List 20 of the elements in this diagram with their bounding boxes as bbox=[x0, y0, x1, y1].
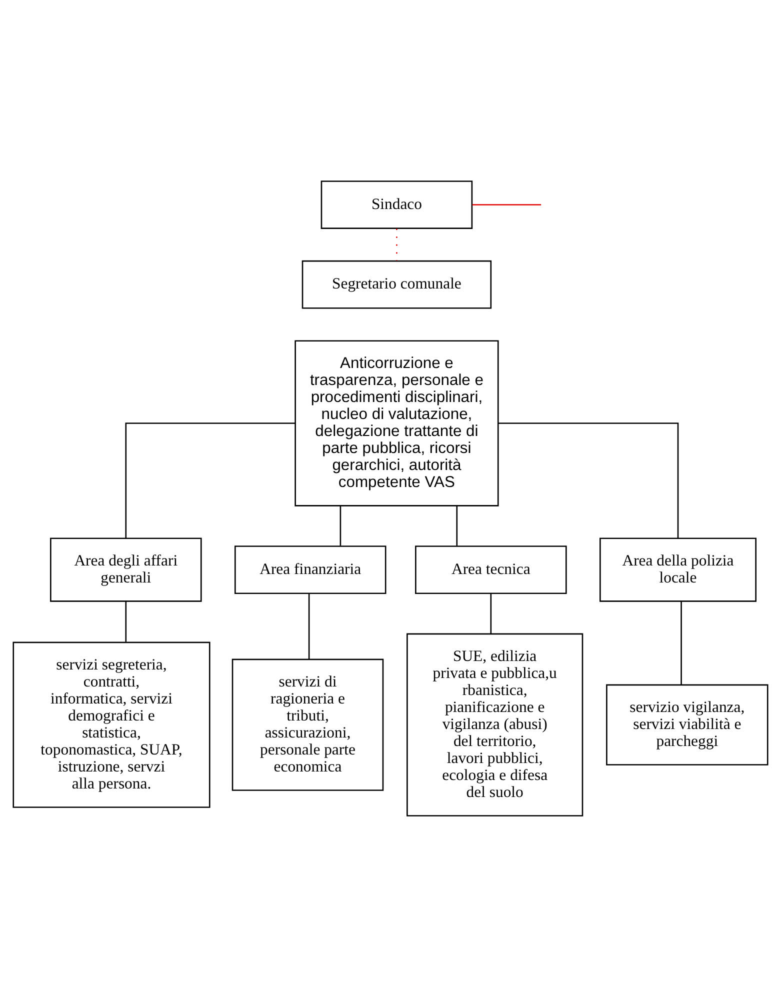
connector bbox=[456, 505, 458, 546]
connector bbox=[308, 593, 310, 659]
connector bbox=[125, 422, 296, 538]
node-box: servizi di ragioneria e tributi, assicurazioni, personale parte economica bbox=[232, 658, 384, 790]
connector bbox=[125, 601, 127, 642]
connector bbox=[490, 593, 492, 634]
node-box: Anticorruzione e trasparenza, personale e procedimenti disciplinari, nucleo di valutazione, delegazione trattante di parte pubblica, ricorsi gerarchici, autorità competente VAS bbox=[294, 340, 499, 506]
node-box: servizi segreteria, contratti, informatica, servizi demografici e statistica, toponomastica, SUAP, istruzione, servzi alla persona. bbox=[12, 641, 210, 808]
node-box: Area della polizia locale bbox=[600, 537, 756, 602]
connector bbox=[472, 204, 542, 205]
connector bbox=[680, 601, 682, 684]
node-box: Area tecnica bbox=[415, 545, 567, 594]
node-box: Sindaco bbox=[320, 180, 473, 228]
connector bbox=[498, 422, 679, 538]
node-box: Segretario comunale bbox=[302, 260, 492, 308]
node-box: Area degli affari generali bbox=[50, 537, 202, 602]
node-box: servizio vigilanza, servizi viabilità e parcheggi bbox=[606, 684, 768, 765]
node-box: Area finanziaria bbox=[234, 545, 386, 594]
connector bbox=[340, 505, 342, 546]
node-box: SUE, edilizia privata e pubblica,urbanistica, pianificazione e vigilanza (abusi) del territorio, lavori pubblici, ecologia e difesa del suolo bbox=[406, 632, 584, 816]
